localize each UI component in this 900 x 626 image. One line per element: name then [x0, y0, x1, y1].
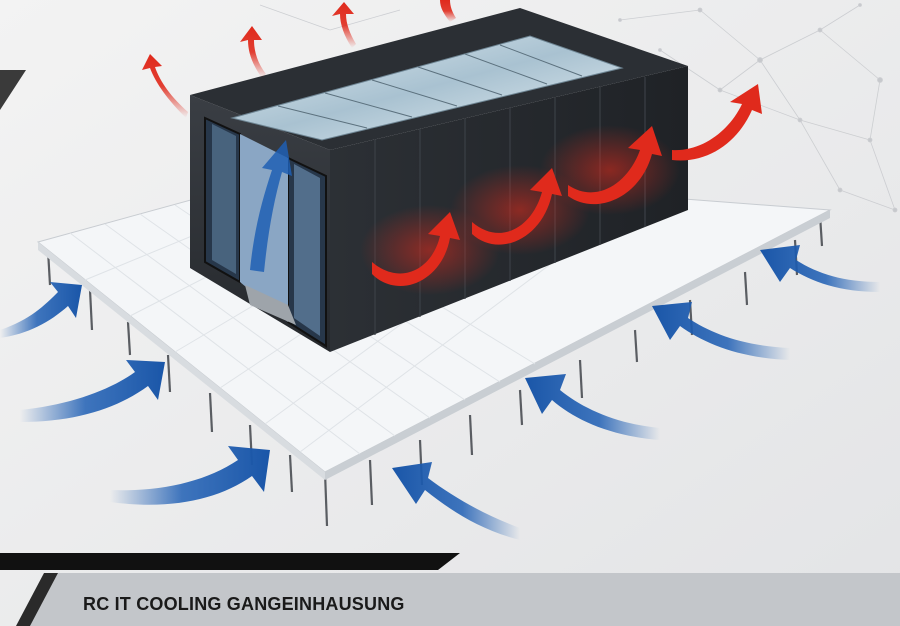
diagram-caption: RC IT COOLING GANGEINHAUSUNG [83, 594, 405, 614]
glass-roof-panels [230, 35, 624, 141]
warm-air-arrow [440, 0, 456, 22]
caption-accent-black [0, 553, 460, 570]
perforated-floor-tile [245, 285, 296, 325]
glass-roof-dividers [277, 44, 583, 129]
cool-air-arrow [760, 245, 880, 292]
cool-air-arrow [525, 374, 660, 440]
corner-accent-top-left [0, 70, 26, 110]
warm-air-arrow [672, 84, 762, 161]
raised-floor-edge [38, 242, 325, 480]
warm-air-arrow [372, 212, 460, 287]
raised-floor-edge-right [325, 210, 830, 480]
cool-air-arrow [20, 360, 165, 422]
warm-air-arrow [142, 54, 188, 118]
cool-air-arrow [110, 446, 270, 505]
sliding-door-glass-right [294, 164, 320, 336]
caption-accent-edge [16, 573, 58, 626]
caption-band [30, 573, 900, 626]
warm-air-arrow [240, 26, 266, 78]
cool-air-rising-arrow [250, 140, 292, 272]
warm-air-arrows-side [372, 84, 762, 287]
cool-air-arrows-left [0, 282, 270, 505]
network-pattern-decoration [259, 3, 898, 213]
warm-air-glow [540, 125, 680, 215]
sliding-door-glass-left [212, 124, 236, 274]
cool-air-arrow [392, 462, 520, 540]
warm-air-arrow [332, 2, 356, 48]
cool-air-arrows-right [392, 245, 880, 540]
warm-air-arrow [472, 168, 562, 245]
warm-air-arrows-top [142, 0, 456, 118]
warm-air-arrow [568, 126, 662, 205]
cool-air-arrow [652, 302, 790, 360]
cool-air-arrow [0, 282, 82, 338]
